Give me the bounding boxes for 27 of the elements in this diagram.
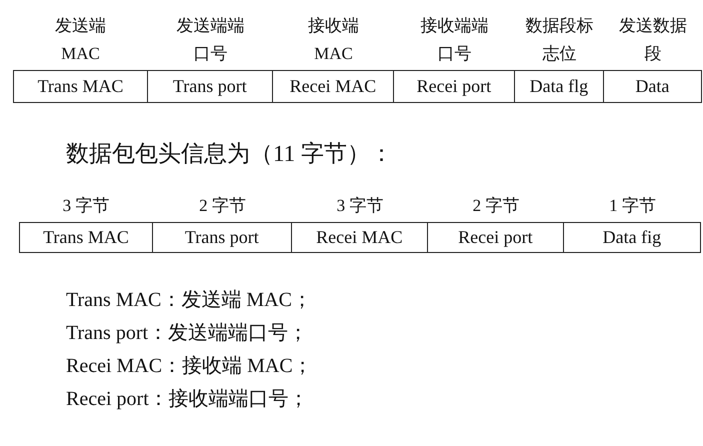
field-cell: Recei port [426,222,564,253]
section-heading: 数据包包头信息为（11 字节）： [66,140,393,168]
field-cell: Recei MAC [290,222,428,253]
column-header: 2 字节 [472,195,520,217]
field-cell: Data fig [562,222,701,253]
field-cell: Recei port [392,70,515,103]
definition-text: Recei MAC：接收端 MAC； [66,354,313,379]
field-cell: Trans MAC [13,70,148,103]
column-header: 接收端端口号 [420,15,490,65]
column-header: 发送端 MAC [54,15,107,65]
column-header: 1 字节 [608,195,657,217]
column-header: 3 字节 [62,195,110,217]
column-header: 接收端 MAC [307,15,360,65]
definition-text: Recei port：接收端端口号； [66,387,309,412]
field-cell: Data [602,70,702,103]
definition-text: Trans port：发送端端口号； [66,321,308,346]
field-cell: Recei MAC [272,70,394,103]
field-cell: Data flg [514,70,604,103]
column-header: 发送端端口号 [176,15,246,65]
column-header: 发送数据段 [618,15,688,65]
definition-text: Trans MAC：发送端 MAC； [66,288,312,313]
field-cell: Trans MAC [19,222,153,253]
field-cell: Trans port [146,70,273,103]
column-header: 3 字节 [336,195,384,217]
column-header: 2 字节 [198,195,247,217]
field-cell: Trans port [152,222,292,253]
column-header: 数据段标志位 [524,15,594,65]
